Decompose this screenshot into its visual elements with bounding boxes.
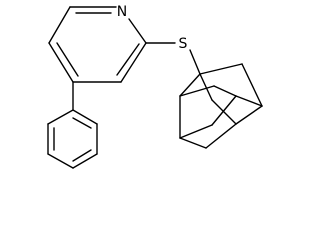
molecule-structure: N S [47, 4, 263, 169]
adamantane-bond-3 [179, 73, 201, 97]
bond-c2-c3 [120, 42, 147, 83]
adamantane-cage [179, 63, 263, 149]
adamantane-bond-10 [235, 105, 263, 125]
phenyl-bond-6 [47, 109, 74, 125]
adamantane-bond-6 [211, 99, 237, 125]
adamantane-bond-2 [241, 63, 263, 107]
adamantane-bond-7 [179, 85, 215, 97]
bond-s-adamantyl [189, 49, 201, 75]
adamantane-bond-12 [205, 123, 237, 149]
bond-c4-c5 [48, 42, 74, 83]
phenyl-bond-1 [72, 109, 98, 125]
nitrogen-atom-label: N [117, 4, 127, 20]
phenyl-ring [47, 109, 98, 169]
adamantane-bond-11 [179, 137, 207, 149]
phenyl-bond-3 [72, 153, 98, 169]
pyridine-ring [48, 6, 147, 83]
bond-n-c2 [128, 18, 147, 44]
phenyl-bond-1-inner [72, 117, 92, 129]
phenyl-bond-3-inner [72, 149, 92, 162]
adamantane-bond-14 [211, 95, 237, 126]
bond-c5-c6 [48, 6, 71, 44]
adamantane-bond-8 [213, 85, 237, 97]
adamantane-bond-9 [235, 95, 263, 107]
sulfur-atom-label: S [179, 36, 188, 52]
bond-c2-c3-inner [116, 43, 140, 76]
adamantane-bond-5 [199, 73, 213, 101]
bond-c4-c5-inner [56, 42, 79, 77]
structure-canvas: N S [47, 4, 263, 169]
phenyl-bond-4 [47, 153, 74, 169]
adamantane-bond-1 [199, 63, 243, 75]
adamantane-bond-13 [179, 124, 213, 139]
